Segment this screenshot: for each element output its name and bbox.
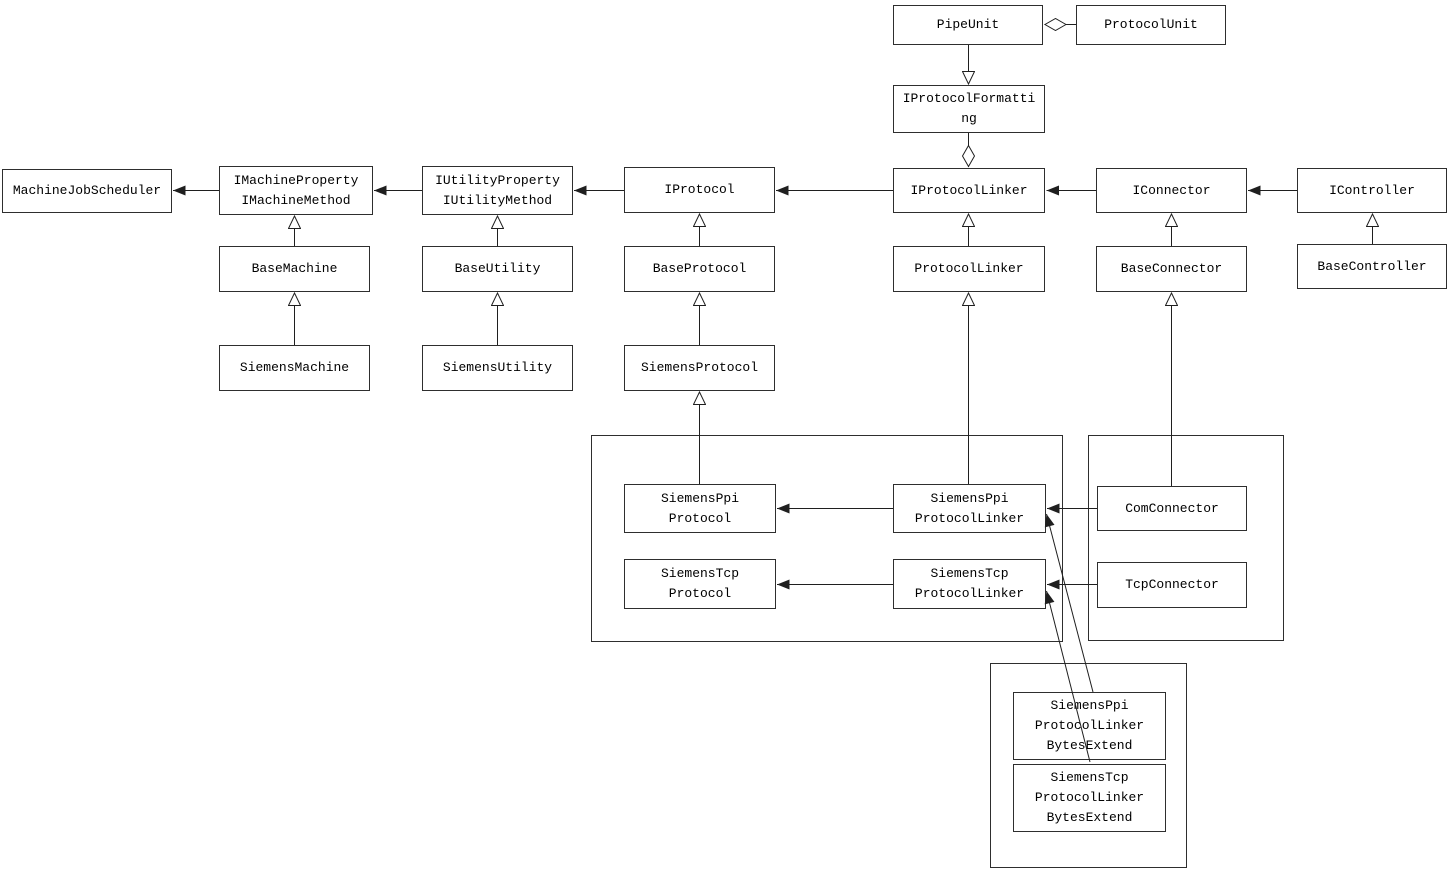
class-base-protocol: BaseProtocol (624, 246, 775, 292)
class-base-controller: BaseController (1297, 244, 1447, 289)
class-siemens-protocol: SiemensProtocol (624, 345, 775, 391)
class-siemens-tcp-protocol-linker: SiemensTcp ProtocolLinker (893, 559, 1046, 609)
class-com-connector: ComConnector (1097, 486, 1247, 531)
class-iprotocol: IProtocol (624, 167, 775, 213)
class-iprotocol-linker: IProtocolLinker (893, 168, 1045, 213)
class-siemens-machine: SiemensMachine (219, 345, 370, 391)
class-imachine-property-method: IMachineProperty IMachineMethod (219, 166, 373, 215)
class-siemens-utility: SiemensUtility (422, 345, 573, 391)
group-connectors (1088, 435, 1284, 641)
class-iprotocol-formatting: IProtocolFormatti ng (893, 85, 1045, 133)
class-siemens-tcp-protocol-linker-bytes-extend: SiemensTcp ProtocolLinker BytesExtend (1013, 764, 1166, 832)
class-base-connector: BaseConnector (1096, 246, 1247, 292)
class-tcp-connector: TcpConnector (1097, 562, 1247, 608)
class-base-machine: BaseMachine (219, 246, 370, 292)
class-iutility-property-method: IUtilityProperty IUtilityMethod (422, 166, 573, 215)
class-protocol-linker: ProtocolLinker (893, 246, 1045, 292)
class-icontroller: IController (1297, 168, 1447, 213)
class-pipe-unit: PipeUnit (893, 5, 1043, 45)
group-siemens-protocols-linkers (591, 435, 1063, 642)
class-machine-job-scheduler: MachineJobScheduler (2, 169, 172, 213)
class-protocol-unit: ProtocolUnit (1076, 5, 1226, 45)
class-base-utility: BaseUtility (422, 246, 573, 292)
class-iconnector: IConnector (1096, 168, 1247, 213)
class-siemens-ppi-protocol-linker: SiemensPpi ProtocolLinker (893, 484, 1046, 533)
class-siemens-ppi-protocol: SiemensPpi Protocol (624, 484, 776, 533)
class-siemens-tcp-protocol: SiemensTcp Protocol (624, 559, 776, 609)
class-siemens-ppi-protocol-linker-bytes-extend: SiemensPpi ProtocolLinker BytesExtend (1013, 692, 1166, 760)
